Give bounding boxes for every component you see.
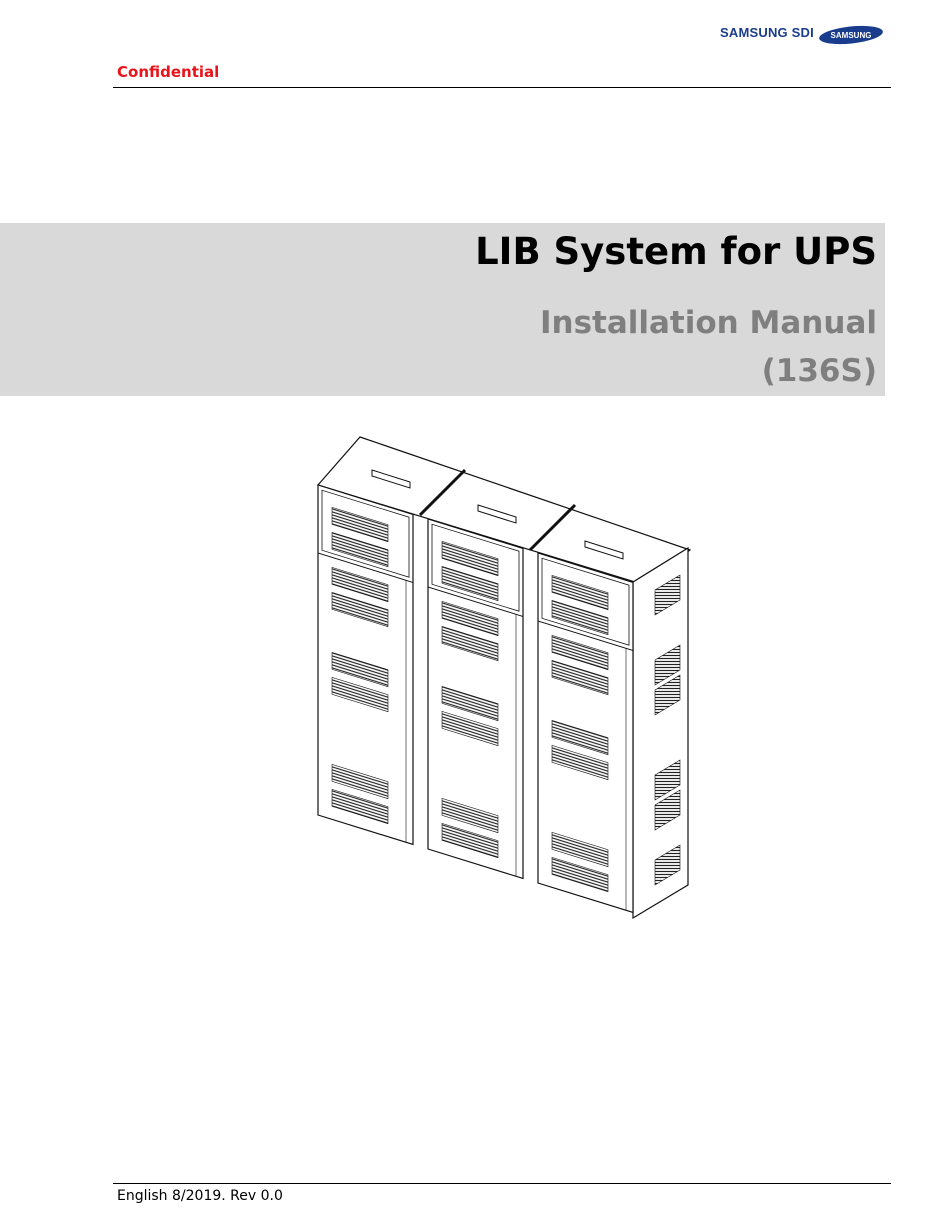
- samsung-logo: SAMSUNG: [819, 25, 883, 45]
- document-title: LIB System for UPS: [475, 230, 877, 273]
- svg-text:SAMSUNG: SAMSUNG: [831, 31, 872, 40]
- document-subtitle: Installation Manual: [539, 305, 877, 341]
- header-divider: [113, 87, 891, 88]
- confidential-label: Confidential: [117, 63, 220, 81]
- footer-divider: [113, 1183, 891, 1184]
- footer-edition: English 8/2019. Rev 0.0: [117, 1188, 283, 1204]
- title-band: [0, 223, 885, 396]
- document-model: (136S): [761, 353, 877, 389]
- samsung-sdi-logo: SAMSUNG SDI: [720, 25, 814, 40]
